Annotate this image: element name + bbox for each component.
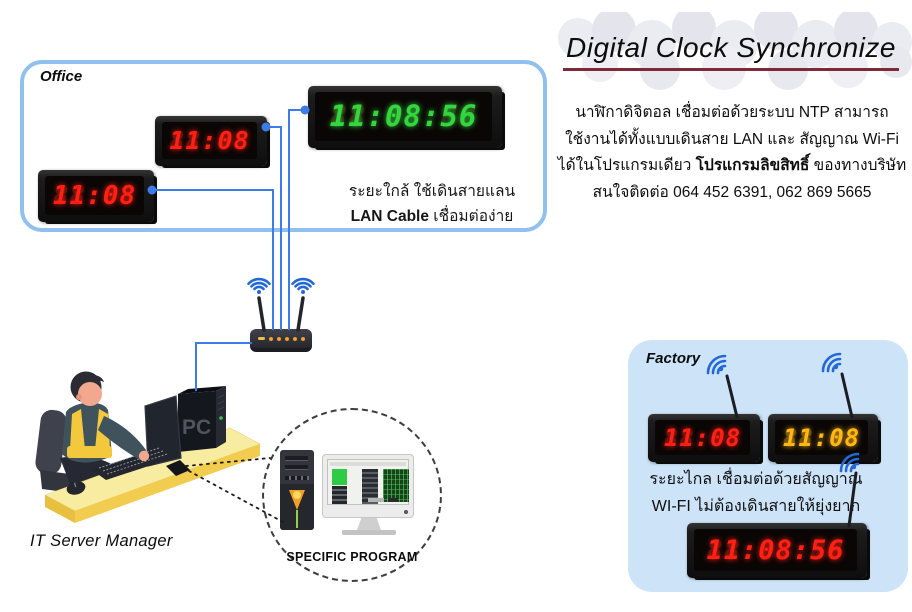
- person-hand: [138, 450, 150, 462]
- clock-time: 11:08:56: [706, 534, 845, 566]
- keyboard: [92, 447, 170, 480]
- chair-back: [35, 409, 67, 475]
- office-note-line-2: LAN Cable เชื่อมต่อง่าย: [350, 208, 514, 225]
- router-antennas: [257, 296, 305, 332]
- antenna-icon: [257, 296, 266, 332]
- desk-monitor: [144, 395, 190, 476]
- it-manager-illustration: PC: [35, 371, 261, 523]
- description-text: นาฬิกาดิจิตอล เชื่อมต่อด้วยระบบ NTP สามา…: [556, 100, 908, 206]
- factory-note: ระยะไกล เชื่อมต่อด้วยสัญญาณ WI-FI ไม่ต้อ…: [630, 466, 882, 520]
- specific-program-bubble: SPECIFIC PROGRAM: [262, 408, 442, 582]
- wifi-icon: [291, 277, 315, 294]
- wifi-router: [250, 329, 312, 352]
- pc-tower: PC: [178, 386, 226, 452]
- vest-band: [67, 446, 112, 458]
- desc-line-contact: สนใจติดต่อ 064 452 6391, 062 869 5665: [592, 183, 872, 201]
- pc-label: PC: [182, 416, 211, 439]
- clock-time: 11:08:56: [329, 99, 478, 133]
- clock-time: 11:08: [782, 423, 861, 452]
- specific-program-label: SPECIFIC PROGRAM: [286, 550, 418, 564]
- it-manager-label: IT Server Manager: [30, 532, 173, 550]
- person-arm: [98, 416, 146, 460]
- office-label: Office: [40, 68, 83, 85]
- clock-time: 11:08: [169, 126, 250, 155]
- office-note: ระยะใกล้ ใช้เดินสายแลน LAN Cable เชื่อมต…: [323, 179, 541, 229]
- antenna-icon: [296, 296, 305, 332]
- mouse: [66, 481, 86, 495]
- clock-time: 11:08: [52, 180, 137, 211]
- program-screen: [327, 459, 409, 505]
- program-monitor-icon: [322, 454, 414, 518]
- page-title: Digital Clock Synchronize: [566, 32, 896, 63]
- server-tower-icon: [280, 450, 314, 530]
- office-note-line-1: ระยะใกล้ ใช้เดินสายแลน: [348, 183, 516, 200]
- factory-note-line-1: ระยะไกล เชื่อมต่อด้วยสัญญาณ: [649, 471, 863, 488]
- factory-label: Factory: [646, 350, 701, 367]
- monitor-base: [342, 530, 396, 535]
- factory-note-line-2: WI-FI ไม่ต้องเดินสายให้ยุ่งยาก: [651, 498, 861, 515]
- clock-time: 11:08: [663, 423, 742, 452]
- desk-side: [45, 495, 75, 523]
- title-underline: [563, 68, 899, 71]
- desc-line-2: ใช้งานได้ทั้งแบบเดินสาย LAN และ สัญญาณ W…: [565, 130, 899, 148]
- monitor-stand: [357, 518, 381, 530]
- desc-line-3: ได้ในโปรแกรมเดียว โปรแกรมลิขสิทธิ์ ของทา…: [557, 157, 907, 174]
- router-wifi: [247, 277, 315, 294]
- person-face: [78, 382, 102, 406]
- wifi-icon: [247, 277, 271, 294]
- vest-strap: [70, 409, 85, 450]
- desc-line-1: นาฬิกาดิจิตอล เชื่อมต่อด้วยระบบ NTP สามา…: [575, 104, 889, 121]
